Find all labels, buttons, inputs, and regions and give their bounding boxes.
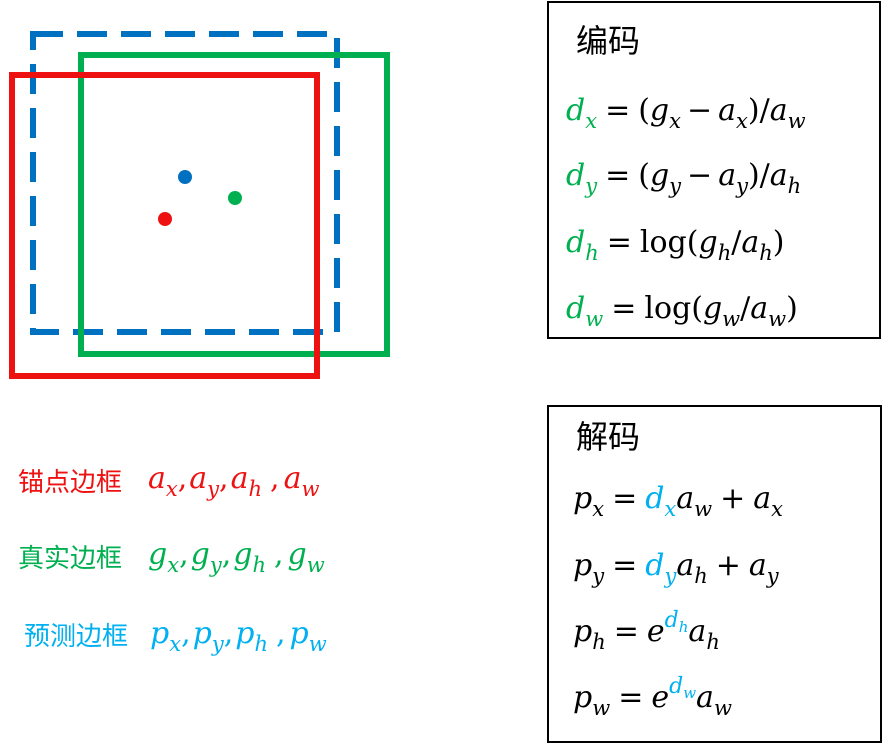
decode-formula-px: px=dxaw+ax [573,481,783,521]
legend-pred-label: 预测边框 [24,622,128,652]
predicted-box [30,31,340,335]
encode-formula-dh: dh=log(gh/ah) [566,225,784,265]
decode-title: 解码 [576,418,640,456]
decode-formula-py: py=dyah+ay [573,548,780,588]
decode-formula-pw: pw=edwaw [573,674,732,720]
legend-truth-label: 真实边框 [18,544,122,574]
legend-anchor-label: 锚点边框 [18,468,122,498]
legend: 锚点边框 ax,ay,ah,aw 真实边框 gx,gy,gh,gw 预测边框 p… [18,461,327,656]
predicted-center-dot [178,170,192,184]
encode-title: 编码 [576,22,640,60]
encode-formula-dx: dx=(gx−ax)/aw [566,93,806,133]
decode-formula-ph: ph=edhah [573,608,720,654]
encode-panel: 编码 dx=(gx−ax)/aw dy=(gy−ay)/ah dh=log(gh… [547,1,881,339]
anchor-box [9,72,320,379]
ground-truth-center-dot [228,191,242,205]
legend-truth-math: gx,gy,gh,gw [148,537,325,577]
legend-pred-math: px,py,ph,pw [150,616,327,656]
decode-panel-frame [547,405,882,743]
legend-anchor-math: ax,ay,ah,aw [148,461,319,501]
anchor-center-dot [158,212,172,226]
encode-formula-dy: dy=(gy−ay)/ah [566,158,801,198]
decode-panel: 解码 px=dxaw+ax py=dyah+ay ph=edhah pw=edw… [547,405,882,743]
encode-formula-dw: dw=log(gw/aw) [566,291,798,331]
ground-truth-box [78,52,390,357]
encode-panel-frame [547,1,881,339]
